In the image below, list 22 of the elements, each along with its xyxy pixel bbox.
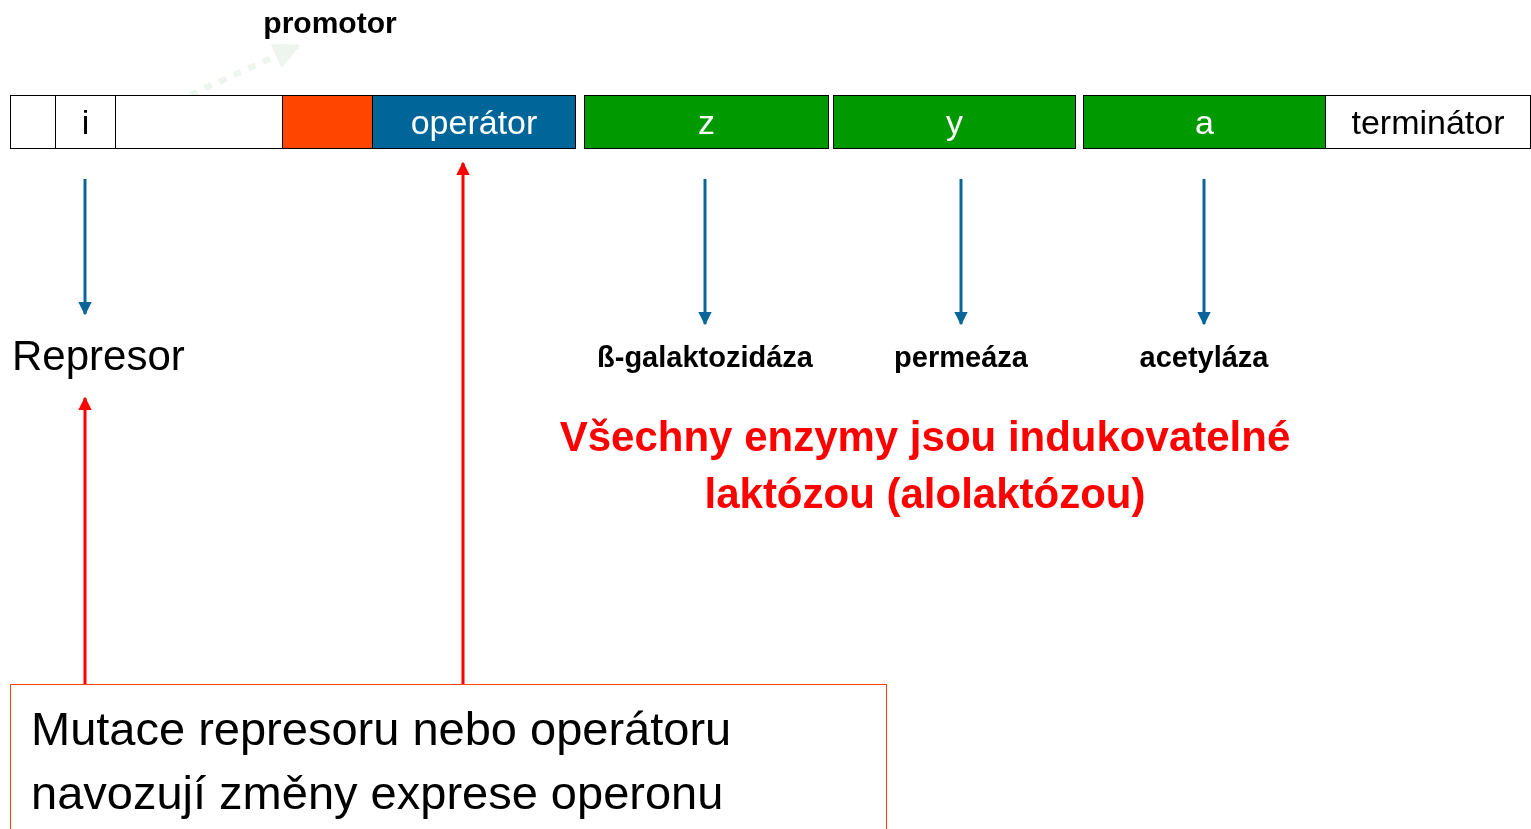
gene-segment: a — [1083, 95, 1326, 149]
arrow — [1197, 179, 1211, 326]
enzyme-label: ß-galaktozidáza — [560, 336, 850, 380]
terminator-segment: terminátor — [1325, 95, 1531, 149]
arrow — [954, 179, 968, 326]
arrow — [78, 179, 92, 316]
arrow — [456, 161, 470, 684]
promoter-label: promotor — [240, 0, 420, 44]
note-box: Mutace represoru nebo operátoru navozují změny exprese operonu — [10, 684, 887, 829]
gene-segment — [10, 95, 56, 149]
enzyme-label: acetyláza — [1104, 336, 1304, 380]
arrow — [78, 396, 92, 684]
gene-segment: y — [833, 95, 1076, 149]
promoter-segment — [282, 95, 373, 149]
note-text: Všechny enzymy jsou indukovatelné laktózou (alolaktózou) — [558, 412, 1292, 519]
operator-segment: operátor — [372, 95, 576, 149]
enzyme-label: permeáza — [861, 336, 1061, 380]
gene-segment: z — [584, 95, 829, 149]
repressor-label: Represor — [12, 326, 212, 384]
arrow — [698, 179, 712, 326]
gene-segment — [115, 95, 283, 149]
gene-segment: i — [55, 95, 116, 149]
